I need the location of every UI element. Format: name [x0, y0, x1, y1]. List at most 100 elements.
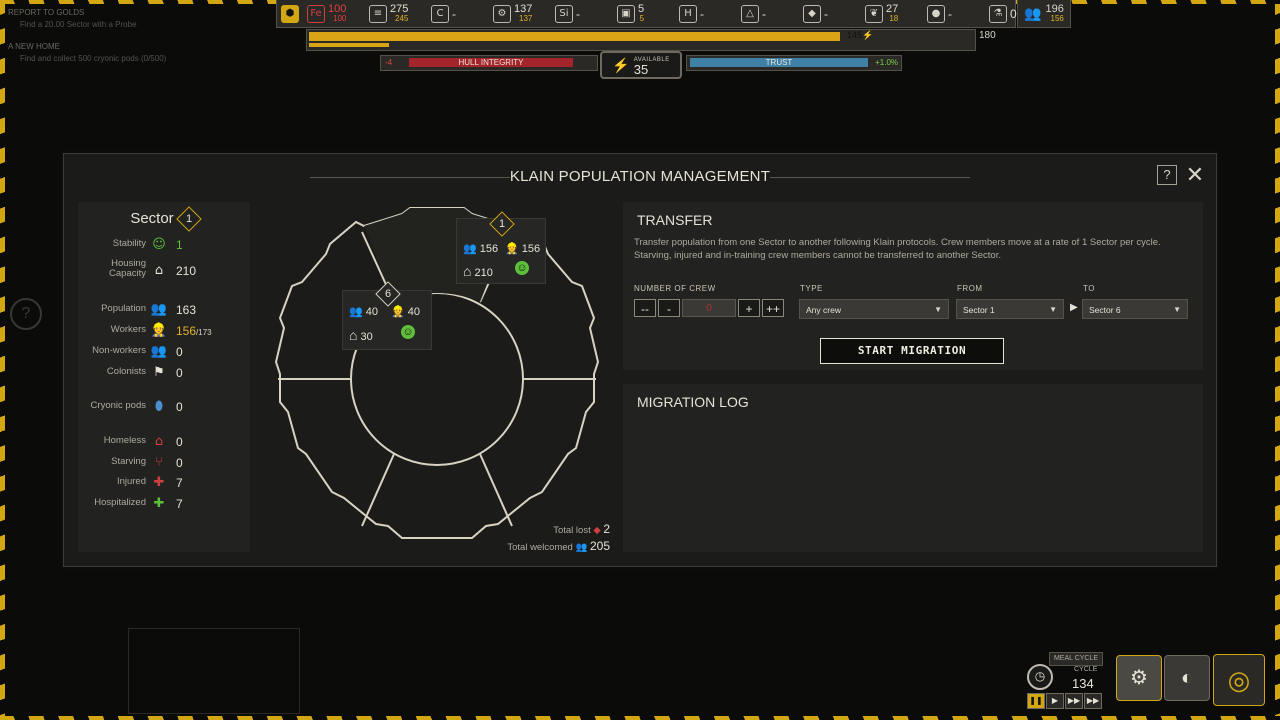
trust-delta: +1.0% — [875, 58, 898, 67]
population-counter[interactable]: 👥 196 156 — [1017, 0, 1071, 28]
nonworker-icon: 👥 — [150, 344, 168, 359]
decrease-10-button[interactable]: -- — [634, 299, 656, 317]
mineral-icon: △ — [741, 4, 759, 23]
hull-delta: -4 — [385, 58, 393, 67]
crew-count-stepper: -- - 0 + ++ — [634, 299, 785, 317]
stat-label: Homeless — [103, 435, 146, 446]
total-welcomed-value: 205 — [589, 539, 610, 553]
chevron-down-icon: ▼ — [934, 305, 942, 314]
dialog-title: KLAIN POPULATION MANAGEMENT — [509, 168, 771, 185]
start-migration-button[interactable]: START MIGRATION — [820, 338, 1004, 364]
resource-crystal[interactable]: ◆- — [799, 0, 861, 27]
flask-icon: ⚗ — [989, 4, 1007, 23]
orbit-view-button[interactable]: ◎ — [1213, 654, 1265, 706]
resource-menu-button[interactable]: ⬢ — [277, 0, 303, 27]
sector-6-card[interactable]: 6 👥 40 👷 40 ⌂ 30 ☺ — [342, 281, 432, 350]
stat-row-workers: Workers👷156/173 — [78, 322, 250, 340]
stat-row-stability: Stability☺1 — [78, 236, 250, 254]
resource-income: 18 — [889, 13, 899, 23]
stat-row-starving: Starving⑂0 — [78, 454, 250, 472]
sector-panel-bg — [128, 628, 300, 714]
trust-meter: TRUST +1.0% — [686, 55, 902, 71]
available-value: 35 — [633, 62, 649, 77]
fastest-button[interactable]: ▶▶ — [1084, 693, 1102, 709]
from-select[interactable]: Sector 1 ▼ — [956, 299, 1064, 319]
crew-count-label: NUMBER OF CREW — [634, 284, 716, 293]
stat-row-homeless: Homeless ⌂ 0 — [78, 433, 250, 451]
sector-6-housing: 30 — [360, 331, 373, 343]
sector-1-workers: 156 — [521, 243, 541, 255]
fast-forward-button[interactable]: ▶▶ — [1065, 693, 1083, 709]
play-button[interactable]: ▶ — [1046, 693, 1064, 709]
smiley-icon: ☺ — [401, 325, 415, 339]
trust-label: TRUST — [690, 58, 868, 67]
build-toolbar-bg — [490, 640, 796, 688]
crew-count-input[interactable]: 0 — [682, 299, 736, 317]
hazard-stripe-bottom — [0, 716, 1280, 720]
sector-1-card[interactable]: 1 👥 156 👷 156 ⌂ 210 ☺ — [456, 211, 546, 284]
orbit-icon: ◎ — [1227, 665, 1251, 695]
energy-bar-sub — [309, 43, 389, 47]
increase-button[interactable]: + — [738, 299, 760, 317]
plating-icon: ≡ — [369, 4, 387, 23]
migration-log-panel: MIGRATION LOG — [623, 384, 1203, 552]
objective-text: Find a 20.00 Sector with a Probe — [20, 20, 137, 29]
stat-label: Injured — [116, 476, 146, 487]
sector-ring: 1 👥 156 👷 156 ⌂ 210 ☺ 6 👥 40 👷 40 ⌂ 30 ☺ — [272, 202, 602, 553]
resource-silicon[interactable]: Si- — [551, 0, 613, 27]
resource-flask[interactable]: ⚗0 — [985, 0, 1047, 27]
increase-10-button[interactable]: ++ — [762, 299, 785, 317]
stat-label: Starving — [111, 456, 146, 467]
stat-value: 1 — [176, 238, 183, 252]
available-label: AVAILABLE — [633, 57, 670, 63]
resource-amount: 27 — [886, 2, 899, 15]
decrease-button[interactable]: - — [658, 299, 680, 317]
population-icon: 👥 — [150, 302, 168, 317]
population-sub: 156 — [1050, 13, 1064, 23]
objective-2[interactable]: A NEW HOME Find and collect 500 cryonic … — [8, 42, 166, 63]
planet-view-button[interactable]: ◐ — [1164, 655, 1210, 701]
stat-value: 0 — [176, 435, 183, 449]
stat-label: Colonists — [106, 366, 146, 377]
resource-amount: 5 — [638, 2, 645, 15]
pause-button[interactable]: ❚❚ — [1027, 693, 1045, 709]
stat-value: 0 — [176, 366, 183, 380]
stat-label: Workers — [110, 324, 146, 335]
lost-icon: ◆ — [593, 525, 601, 536]
resource-hydrogen[interactable]: H- — [675, 0, 737, 27]
type-value: Any crew — [806, 305, 841, 315]
stat-row-housing-capacity: Housing Capacity⌂210 — [78, 258, 250, 280]
chevron-down-icon: ▼ — [1173, 305, 1181, 314]
stat-label: Housing Capacity — [109, 258, 146, 279]
clock-icon[interactable]: ◷ — [1027, 664, 1053, 690]
to-select[interactable]: Sector 6 ▼ — [1082, 299, 1188, 319]
stat-value: 0 — [176, 400, 183, 414]
resource-amount: - — [700, 6, 704, 21]
resource-amount: - — [824, 6, 828, 21]
stat-label: Cryonic pods — [90, 400, 146, 411]
energy-bar: 145⚡ — [306, 29, 976, 51]
help-button[interactable]: ? — [1157, 165, 1177, 185]
objective-text: Find and collect 500 cryonic pods (0/500… — [20, 54, 167, 63]
gear-icon: ⚙ — [493, 4, 511, 23]
objective-1[interactable]: REPORT TO GOLDS Find a 20.00 Sector with… — [8, 8, 137, 29]
drop-icon: ● — [927, 4, 945, 23]
brain-view-button[interactable]: ⚙ — [1116, 655, 1162, 701]
close-button[interactable]: ✕ — [1185, 162, 1205, 187]
total-welcomed: Total welcomed 👥 205 — [464, 539, 610, 553]
stat-value: 163 — [176, 303, 197, 317]
resource-amount: - — [762, 6, 766, 21]
resource-mineral[interactable]: △- — [737, 0, 799, 27]
help-icon-bg: ? — [10, 298, 42, 330]
homeless-icon: ⌂ — [154, 434, 164, 449]
resource-drop[interactable]: ●- — [923, 0, 985, 27]
type-select[interactable]: Any crew ▼ — [799, 299, 949, 319]
hospital-icon: ✚ — [153, 496, 165, 511]
resource-carbon[interactable]: C- — [427, 0, 489, 27]
